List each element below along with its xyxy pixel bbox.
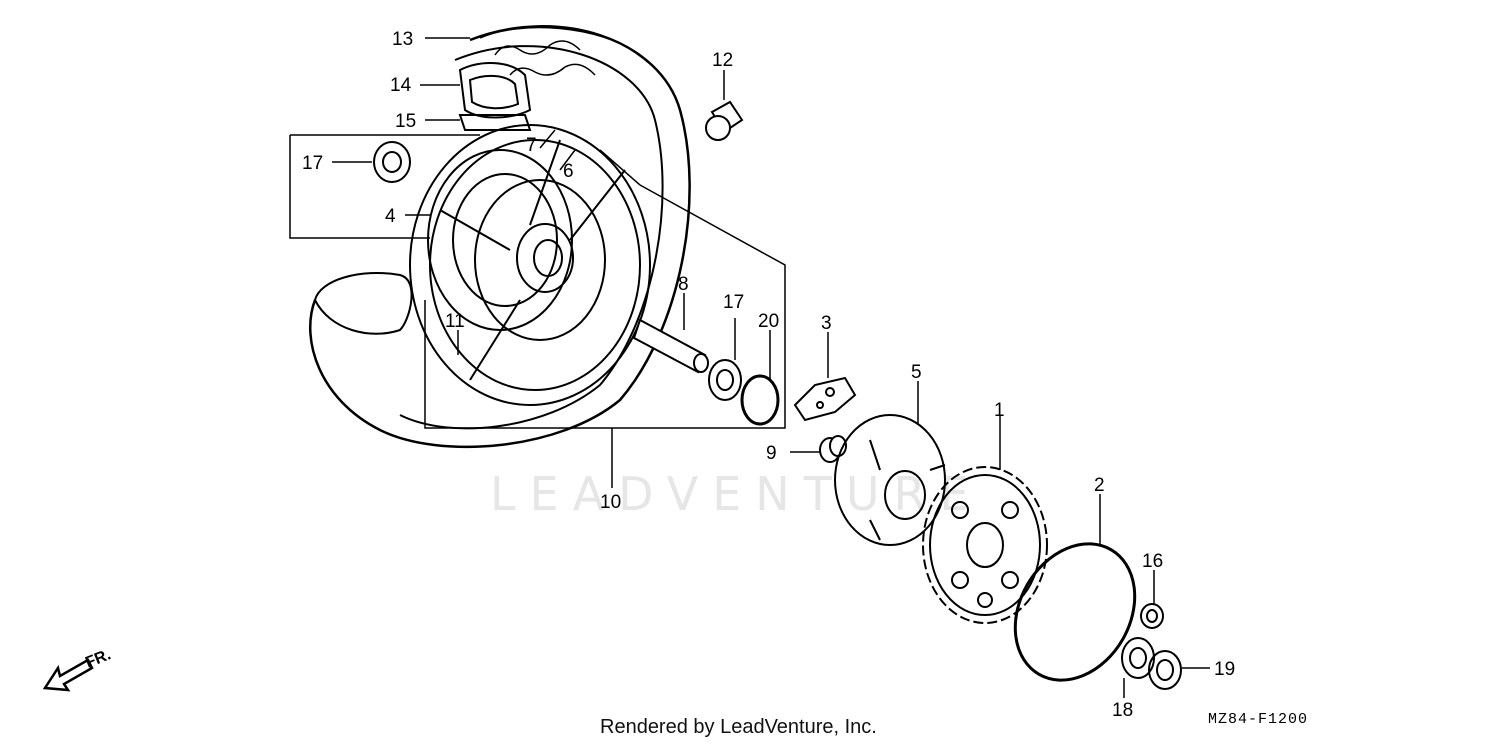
- bearing-part-17-left[interactable]: [373, 141, 411, 183]
- sprocket-part-1[interactable]: [922, 466, 1048, 624]
- diagram-code: MZ84-F1200: [1208, 711, 1309, 728]
- callout-12: 12: [712, 50, 733, 71]
- direction-marker-label: FR.: [83, 646, 113, 671]
- bearing-part-18[interactable]: [1121, 637, 1155, 679]
- footer-credit: Rendered by LeadVenture, Inc.: [600, 716, 877, 738]
- damper-rubber-part-3[interactable]: [793, 376, 857, 422]
- callout-14: 14: [390, 75, 412, 96]
- callout-13: 13: [392, 29, 413, 50]
- callout-2: 2: [1094, 475, 1105, 496]
- bearing-part-17-right[interactable]: [708, 359, 742, 401]
- distance-collar-part-8[interactable]: [632, 318, 709, 374]
- callout-8: 8: [678, 274, 689, 295]
- callout-7: 7: [526, 135, 537, 156]
- valve-cap-part-12[interactable]: [705, 100, 744, 141]
- tire-part-13[interactable]: [308, 25, 691, 449]
- callout-4: 4: [385, 206, 396, 227]
- callout-10: 10: [600, 492, 621, 513]
- o-ring-part-20[interactable]: [740, 374, 780, 426]
- callout-16: 16: [1142, 551, 1163, 572]
- wheel-rim: [409, 124, 651, 406]
- oil-seal-part-19[interactable]: [1148, 650, 1182, 690]
- callout-15: 15: [395, 111, 416, 132]
- callout-17-left: 17: [302, 153, 323, 174]
- callout-17-right: 17: [723, 292, 744, 313]
- tube-part-14[interactable]: [458, 62, 532, 119]
- callout-3: 3: [821, 313, 832, 334]
- watermark: LEADVENTURE: [490, 467, 983, 521]
- callout-5: 5: [911, 362, 922, 383]
- nut-part-16[interactable]: [1140, 603, 1164, 629]
- callout-19: 19: [1214, 659, 1235, 680]
- callout-20: 20: [758, 311, 779, 332]
- brake-disc-part-4[interactable]: [427, 149, 573, 331]
- callout-6: 6: [563, 161, 574, 182]
- ring-part-2[interactable]: [991, 522, 1158, 702]
- rim-band-part-15[interactable]: [458, 114, 532, 131]
- callout-9: 9: [766, 443, 777, 464]
- callout-1: 1: [994, 400, 1005, 421]
- leader-lines: [332, 37, 1210, 698]
- assembly-bracket-lines: [289, 134, 786, 429]
- callout-18: 18: [1112, 700, 1133, 721]
- front-direction-arrow-icon: FR.: [42, 646, 113, 692]
- driven-flange-part-5[interactable]: [834, 414, 946, 546]
- callout-11: 11: [445, 311, 465, 332]
